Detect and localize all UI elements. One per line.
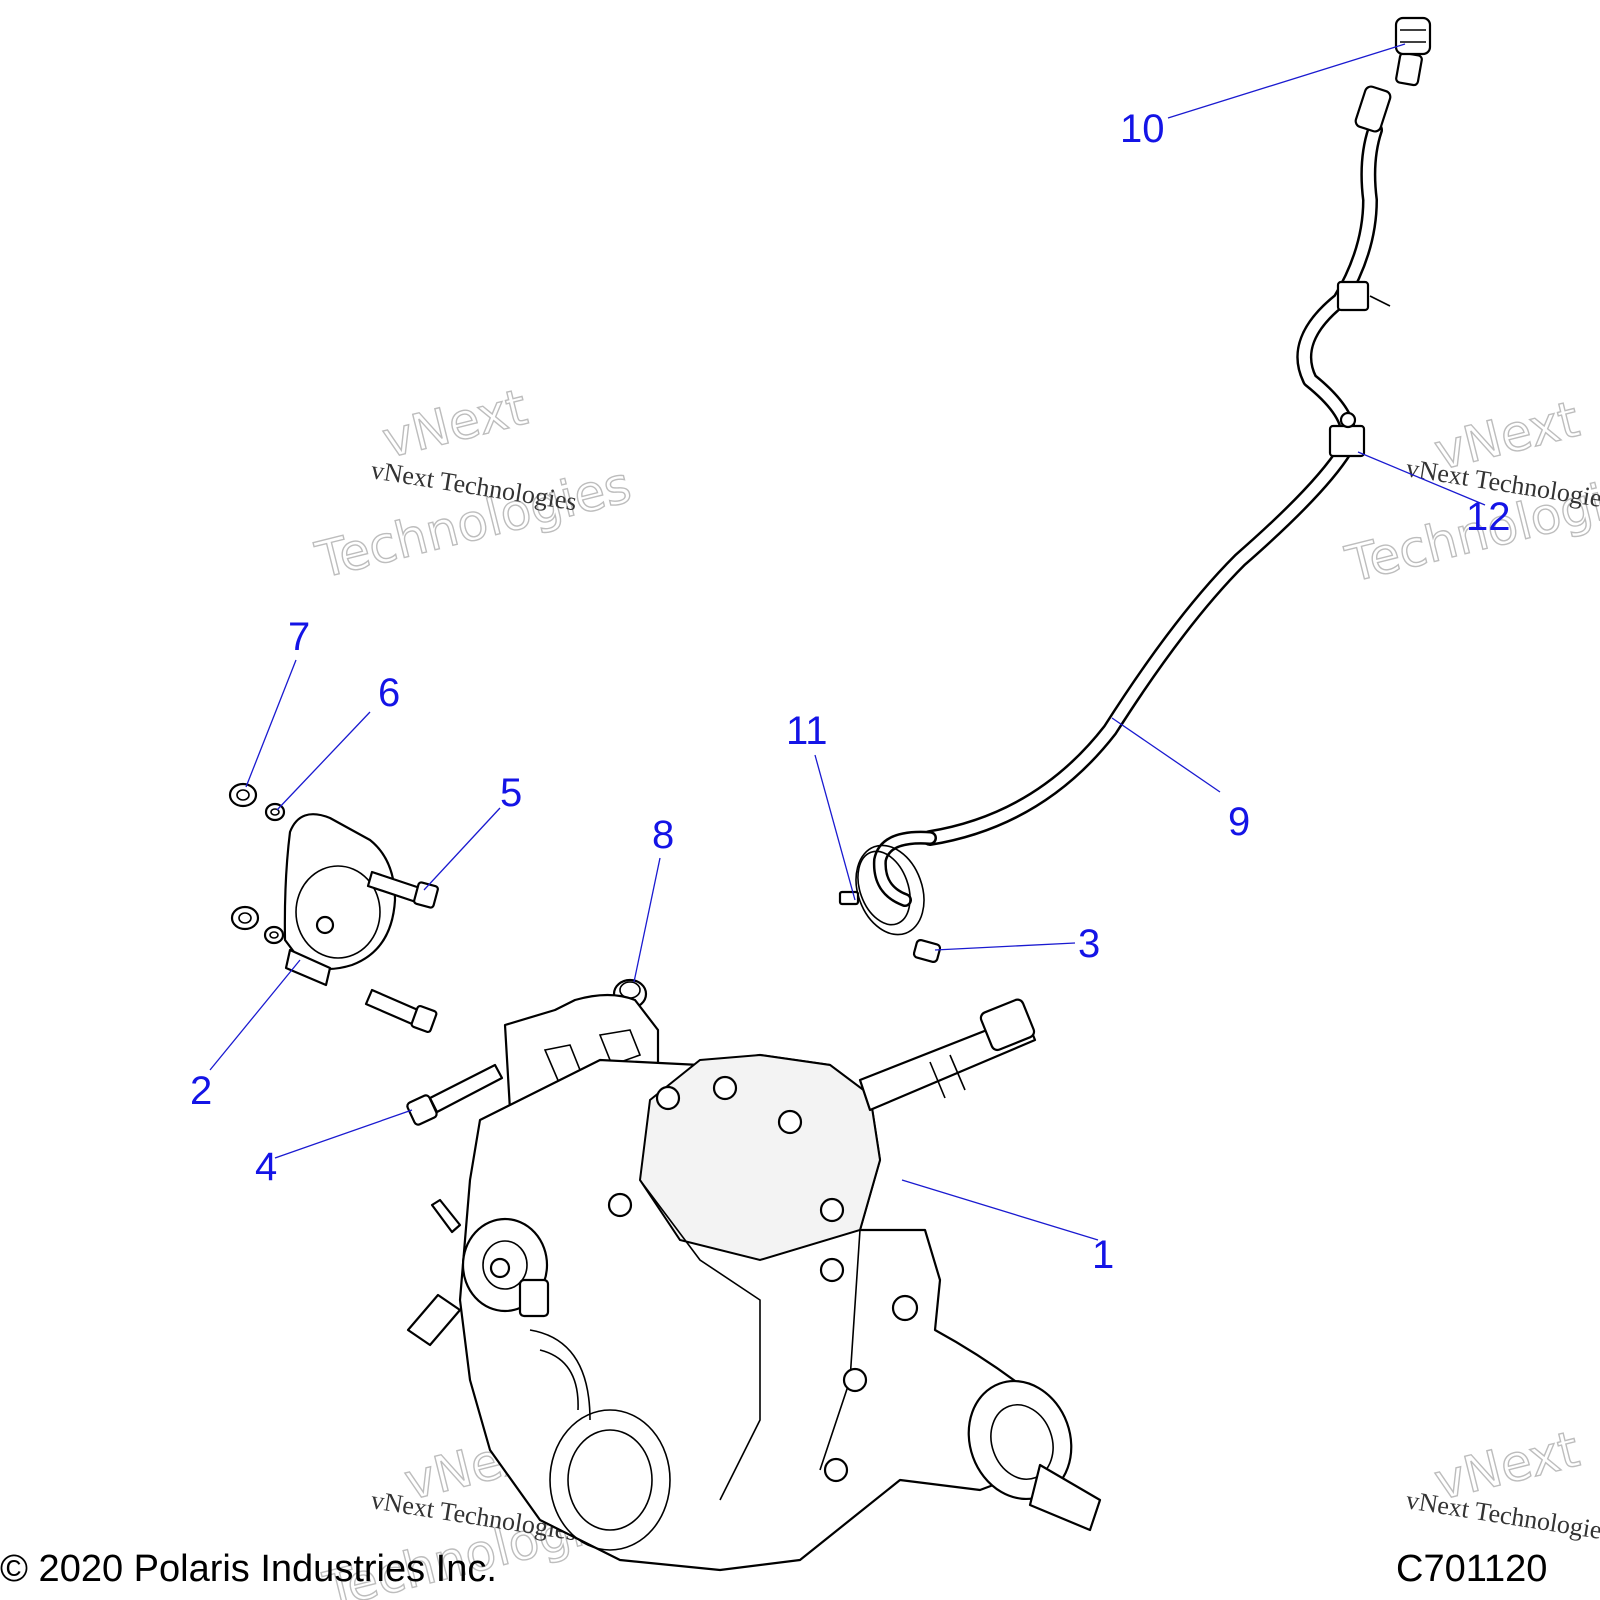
- hose-clamp-icon: [838, 844, 925, 936]
- breather-hose: [838, 16, 1432, 964]
- callout-4: 4: [255, 1145, 277, 1189]
- callout-3: 3: [1078, 922, 1100, 966]
- leader-9: [1111, 717, 1221, 793]
- bolt-4-icon: [406, 1063, 504, 1126]
- watermark-top-left-line1: vNext: [377, 378, 533, 470]
- nut-7-icon: [228, 782, 258, 808]
- leader-6: [276, 711, 371, 811]
- leader-8: [633, 857, 661, 983]
- bolt-5-icon: [366, 870, 439, 909]
- callout-12: 12: [1466, 495, 1511, 539]
- callout-6: 6: [378, 671, 400, 715]
- leader-1: [901, 1179, 1099, 1241]
- callout-labels: 1 2 3 4 5 6 7 8 9 10 11 12: [190, 107, 1511, 1277]
- callout-10: 10: [1120, 107, 1165, 151]
- output-shaft-upper: [858, 998, 1037, 1112]
- transmission-assembly: [406, 993, 1102, 1572]
- shift-bracket: [283, 813, 397, 987]
- leader-3: [934, 942, 1076, 951]
- watermark-top-right: vNext Technologies vNext Technologies: [1339, 389, 1600, 594]
- leader-lines: [209, 43, 1486, 1241]
- watermark-bottom-right: vNext vNext Technologies: [1404, 1419, 1600, 1546]
- leader-5: [423, 807, 501, 891]
- leader-10: [1167, 43, 1406, 119]
- leader-4: [274, 1109, 413, 1159]
- output-shaft-lower: [967, 1379, 1102, 1532]
- leader-11: [814, 754, 856, 901]
- watermark-top-left: vNext Technologies vNext Technologies: [309, 377, 637, 590]
- copyright-notice: © 2020 Polaris Industries Inc.: [0, 1548, 497, 1590]
- callout-1: 1: [1092, 1233, 1114, 1277]
- callout-5: 5: [500, 771, 522, 815]
- nut-lower-icon: [230, 905, 260, 931]
- shift-selector: [406, 1198, 550, 1347]
- drawing-number: C701120: [1396, 1548, 1548, 1590]
- callout-11: 11: [786, 709, 828, 753]
- leader-12: [1357, 451, 1486, 506]
- callout-9: 9: [1228, 800, 1250, 844]
- leader-7: [245, 659, 297, 788]
- hose-clip-12-icon: [1328, 411, 1366, 458]
- callout-8: 8: [652, 813, 674, 857]
- washer-lower-icon: [263, 925, 285, 945]
- hose-cap-icon: [912, 938, 942, 964]
- elbow-fitting-icon: [1354, 16, 1432, 133]
- leader-2: [209, 959, 301, 1071]
- callout-7: 7: [288, 615, 310, 659]
- housing-bolts: [607, 1075, 919, 1483]
- callout-2: 2: [190, 1069, 212, 1113]
- hose-clip-upper-icon: [1336, 280, 1391, 312]
- bolt-lower-icon: [364, 988, 438, 1034]
